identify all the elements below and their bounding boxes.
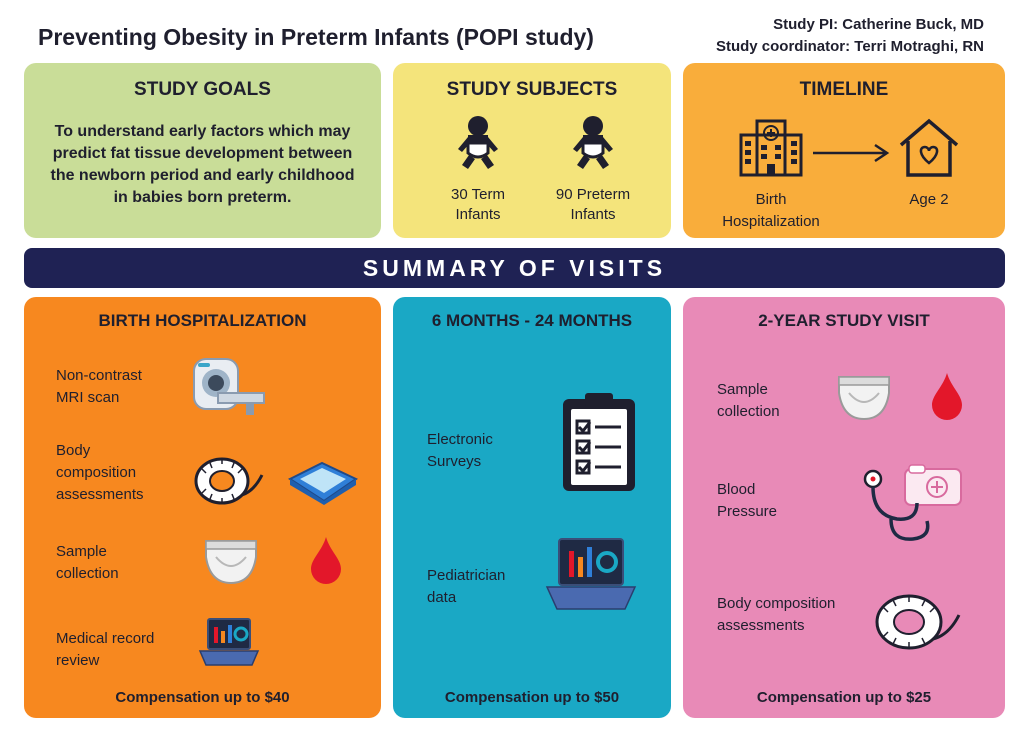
two-year-visit-card: 2-YEAR STUDY VISIT Sample collection Blo… (683, 297, 1005, 718)
term-infants-group: 30 Term Infants (423, 115, 533, 225)
home-heart-icon (899, 118, 959, 177)
birth-hospitalization-card: BIRTH HOSPITALIZATION Non-contrast MRI s… (24, 297, 381, 718)
birth-sample-label: Sample collection (56, 543, 119, 582)
mri-label: Non-contrast MRI scan (56, 367, 142, 406)
mri-scanner-icon (193, 358, 265, 415)
summary-banner: SUMMARY OF VISITS (24, 248, 1005, 288)
diaper-icon (205, 540, 257, 585)
study-staff: Study PI: Catherine Buck, MD Study coord… (716, 14, 984, 58)
hospital-icon (739, 119, 803, 177)
timeline-start-label: Birth Hospitalization (722, 191, 820, 230)
birth-compensation: Compensation up to $40 (115, 689, 290, 706)
two-year-sample-label: Sample collection (717, 381, 780, 420)
study-goals-text: To understand early factors which may pr… (50, 123, 355, 206)
diaper-icon (838, 376, 890, 421)
two-year-heading: 2-YEAR STUDY VISIT (758, 311, 930, 330)
study-pi: Study PI: Catherine Buck, MD (773, 16, 984, 33)
timeline-end-label: Age 2 (909, 191, 949, 208)
baby-icon (458, 116, 498, 169)
measuring-tape-icon (875, 594, 961, 650)
six-to-twenty-four-months-card: 6 MONTHS - 24 MONTHS Electronic Surveys … (393, 297, 671, 718)
study-goals-heading: STUDY GOALS (134, 79, 271, 100)
pediatrician-data-label: Pediatrician data (427, 567, 506, 606)
timeline-heading: TIMELINE (799, 79, 889, 100)
blood-drop-icon (932, 373, 962, 420)
blood-pressure-monitor-icon (863, 464, 962, 541)
term-infants-label: 30 Term Infants (451, 186, 505, 223)
laptop-chart-icon (198, 618, 260, 666)
arrow-right-icon (813, 143, 890, 163)
two-year-compensation: Compensation up to $25 (756, 689, 932, 706)
study-subjects-card: STUDY SUBJECTS 30 Term Infants 90 Preter (393, 63, 671, 238)
surveys-label: Electronic Surveys (427, 431, 493, 470)
mid-compensation: Compensation up to $50 (444, 689, 620, 706)
birth-heading: BIRTH HOSPITALIZATION (98, 311, 307, 330)
medical-record-label: Medical record review (56, 630, 155, 669)
blood-pressure-label: Blood Pressure (717, 481, 778, 520)
mid-heading: 6 MONTHS - 24 MONTHS (431, 311, 633, 330)
baby-icon (573, 116, 613, 169)
page-title: Preventing Obesity in Preterm Infants (P… (38, 24, 594, 50)
study-subjects-heading: STUDY SUBJECTS (446, 79, 618, 100)
measuring-tape-icon (194, 457, 264, 505)
two-year-body-composition-label: Body composition assessments (717, 595, 836, 634)
timeline-card: TIMELINE Birth Hospitalization Age 2 (683, 63, 1005, 238)
study-coordinator: Study coordinator: Terri Motraghi, RN (715, 38, 984, 55)
laptop-chart-icon (545, 538, 637, 610)
blood-drop-icon (311, 537, 341, 584)
preterm-infants-label: 90 Preterm Infants (555, 186, 631, 223)
clipboard-checklist-icon (563, 393, 635, 491)
scale-icon (287, 461, 359, 505)
study-goals-card: STUDY GOALS To understand early factors … (24, 63, 381, 238)
preterm-infants-group: 90 Preterm Infants (538, 115, 648, 225)
body-composition-label: Body composition assessments (56, 442, 144, 503)
